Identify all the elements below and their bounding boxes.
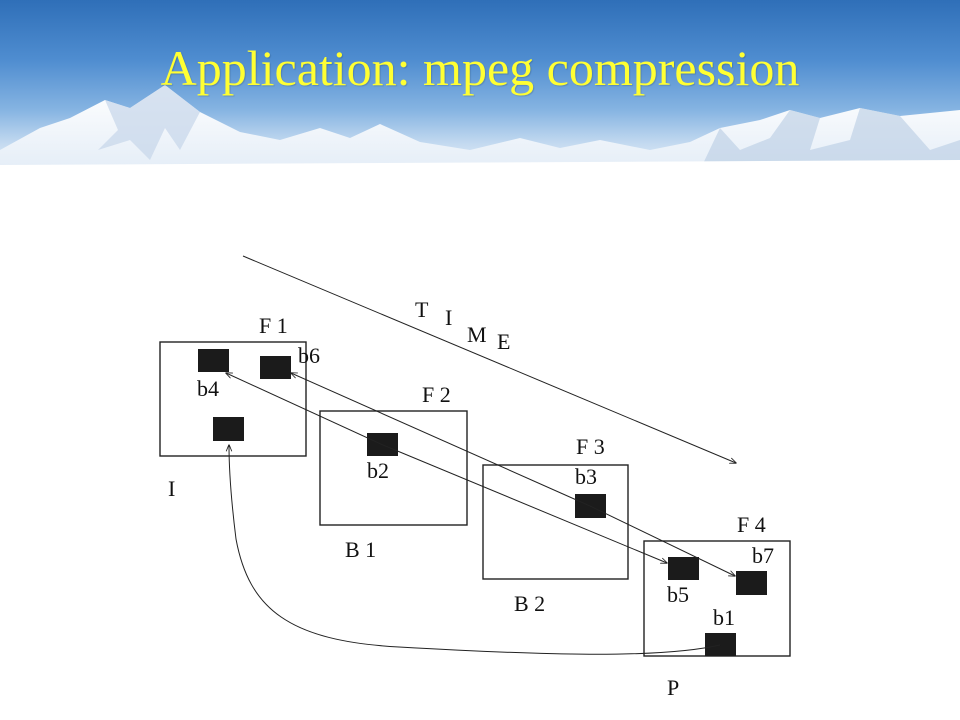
frame-type-b2: B 2 [514, 591, 545, 616]
slide-title: Application: mpeg compression [160, 40, 800, 96]
block-label-b7: b7 [752, 543, 774, 568]
frame-type-i: I [168, 476, 175, 501]
frame-type-b1: B 1 [345, 537, 376, 562]
frame-label-f2: F 2 [422, 382, 451, 407]
mpeg-diagram-svg: T I M E F 1 F 2 F 3 F 4 I B 1 B 2 P b4 b… [159, 255, 791, 697]
block-label-b4: b4 [197, 376, 219, 401]
block-b5 [668, 557, 699, 580]
block-label-b6: b6 [298, 343, 320, 368]
time-letter-m: M [467, 322, 487, 347]
time-letter-e: E [497, 329, 510, 354]
frame-label-f3: F 3 [576, 434, 605, 459]
mpeg-diagram: T I M E F 1 F 2 F 3 F 4 I B 1 B 2 P b4 b… [139, 249, 820, 697]
block-label-b5: b5 [667, 582, 689, 607]
time-letter-i: I [445, 305, 452, 330]
time-axis-arrow [242, 255, 736, 463]
block-b6 [260, 356, 291, 379]
vector-b3-to-b6 [291, 373, 591, 507]
vector-b1-to-i-block [229, 445, 721, 655]
frame-f1 [159, 341, 307, 457]
block-label-b1: b1 [713, 605, 735, 630]
block-b1 [705, 633, 736, 656]
mountain-background [0, 85, 960, 200]
block-label-b3: b3 [575, 464, 597, 489]
frame-type-p: P [667, 675, 679, 697]
vector-b3-to-b7 [589, 505, 735, 576]
block-b7 [736, 571, 767, 595]
frame-label-f4: F 4 [737, 512, 766, 537]
block-b4 [198, 349, 229, 372]
vector-b2-to-b4 [226, 373, 384, 446]
frame-label-f1: F 1 [259, 313, 288, 338]
vector-b2-to-b5 [382, 444, 667, 563]
mountain-banner [0, 0, 960, 200]
block-f1-unlabeled [213, 417, 244, 441]
time-letter-t: T [415, 297, 429, 322]
frame-f2 [319, 410, 468, 526]
frame-f3 [482, 464, 629, 580]
block-label-b2: b2 [367, 458, 389, 483]
